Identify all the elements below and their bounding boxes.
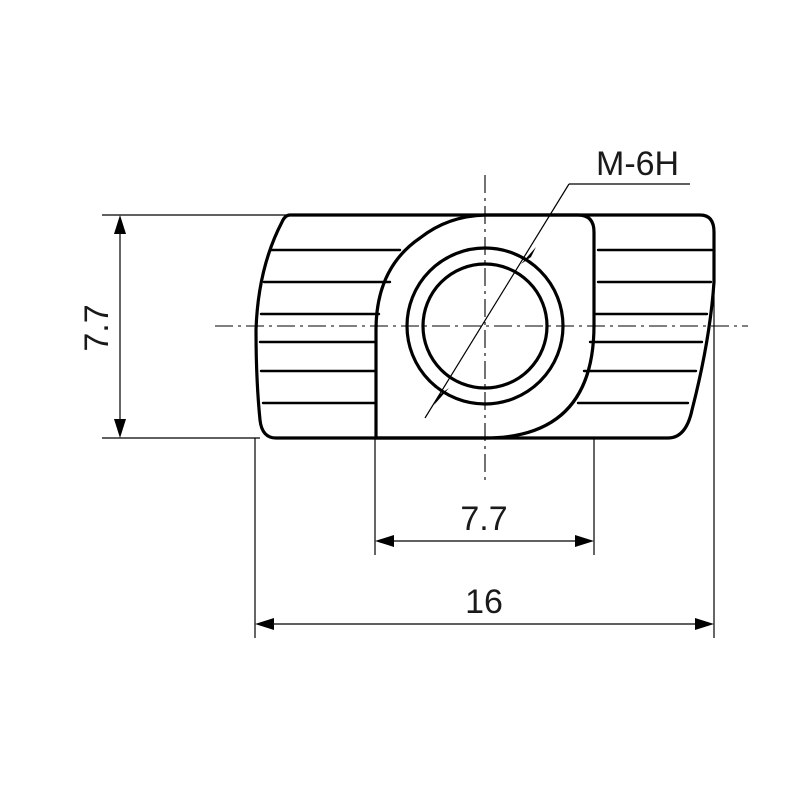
height-dimension-label: 7.7 <box>78 304 116 351</box>
overall-width-label: 16 <box>465 583 503 621</box>
collar-width-label: 7.7 <box>460 500 507 538</box>
collar-outline <box>374 213 596 440</box>
grooves-right <box>576 248 714 405</box>
thread-hole-inner <box>421 262 549 390</box>
height-dimension <box>102 214 290 439</box>
thread-leader <box>424 183 690 419</box>
center-lines <box>215 175 748 480</box>
grooves-left <box>258 248 402 405</box>
thread-hole-outer <box>405 246 565 406</box>
collar-width-dimension <box>374 438 595 555</box>
overall-width-dimension <box>254 232 715 638</box>
thread-size-label: M-6H <box>596 145 679 183</box>
